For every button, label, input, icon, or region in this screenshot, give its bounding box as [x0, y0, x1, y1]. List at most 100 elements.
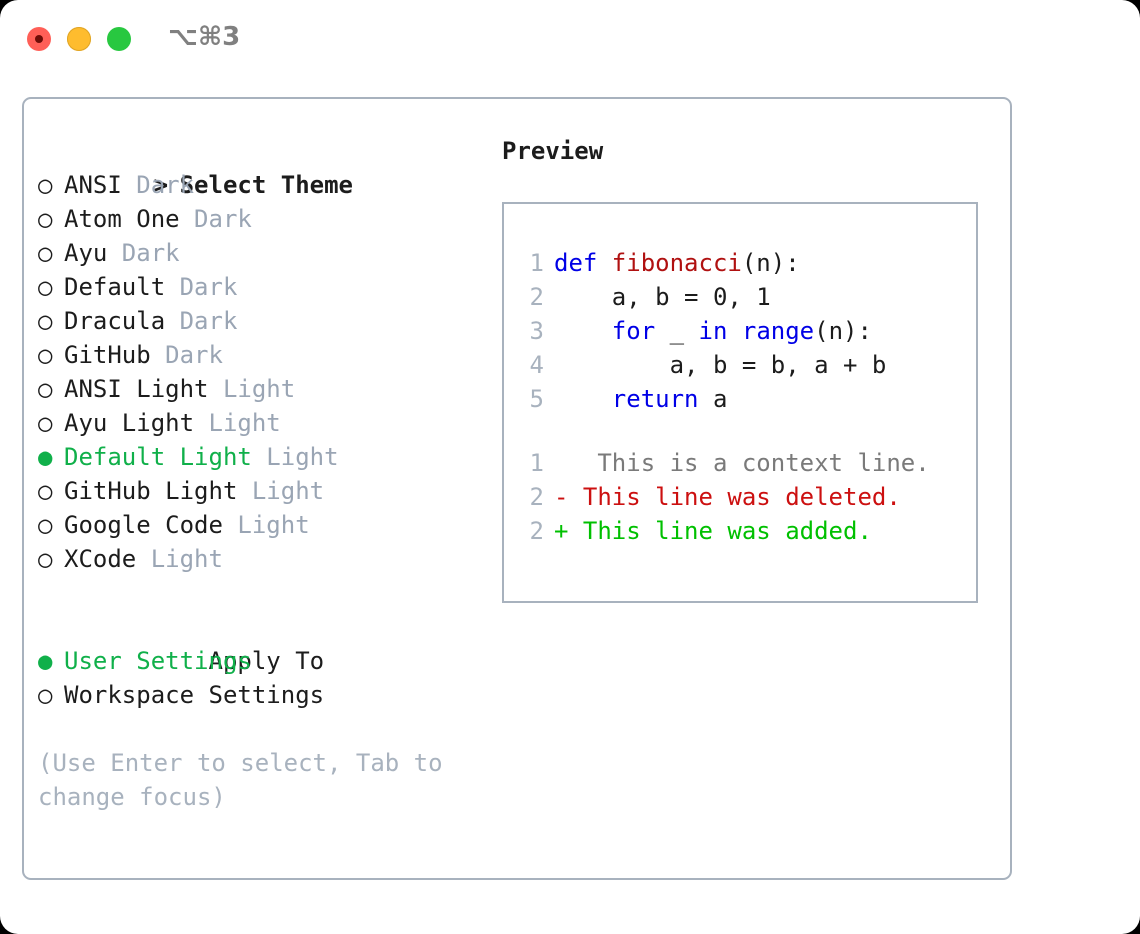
diff-sign [554, 449, 568, 477]
theme-category-label: Dark [179, 205, 252, 233]
theme-name-label: XCode [64, 545, 137, 573]
theme-name-label: ANSI [64, 171, 122, 199]
caret-icon: > [153, 171, 169, 199]
radio-unselected-icon: ○ [38, 171, 53, 199]
theme-list-item[interactable]: ○GitHub Dark [38, 338, 478, 372]
code-token: return [611, 385, 699, 413]
theme-list-item[interactable]: ○ GitHub Light Light [38, 474, 478, 508]
apply-to-item[interactable]: ○ Workspace Settings [38, 678, 478, 712]
diff-line: 2- This line was deleted. [518, 480, 968, 514]
theme-list-item[interactable]: ○ XCode Light [38, 542, 478, 576]
close-icon [35, 35, 43, 43]
radio-unselected-icon: ○ [38, 341, 53, 369]
code-line: 2 a, b = 0, 1 [518, 280, 968, 314]
theme-list-item[interactable]: ●Default Light Light [38, 440, 478, 474]
radio-unselected-icon: ○ [38, 409, 53, 437]
theme-category-label: Dark [121, 171, 195, 199]
theme-list-item[interactable]: ○Ayu Light Light [38, 406, 478, 440]
select-theme-header: > Select Theme [38, 134, 478, 199]
code-token: a [698, 385, 728, 413]
theme-name-label: Ayu [64, 239, 108, 267]
title-bar: ⌥⌘3 [0, 0, 1140, 78]
theme-list-item[interactable]: ○ Default Dark [38, 270, 478, 304]
theme-category-label: Light [208, 375, 296, 403]
apply-to-section: Apply To ● User Settings ○ Workspace Settin… [38, 610, 478, 712]
code-token: (n): [814, 317, 872, 345]
radio-unselected-icon: ○ [38, 681, 53, 709]
theme-list: ○ANSI Dark○Atom One Dark○Ayu Dark○Defaul… [38, 168, 478, 576]
code-token: in [698, 317, 742, 345]
code-token: range [741, 317, 815, 345]
apply-to-list: ● User Settings ○ Workspace Settings [38, 644, 478, 712]
theme-list-item[interactable]: ○ ANSI Dark [38, 168, 478, 202]
radio-unselected-icon: ○ [38, 477, 53, 505]
diff-sign: - [554, 483, 569, 511]
apply-to-header-label: Apply To [208, 647, 325, 675]
main-panel: >Select Theme ○ANSI Dark○Atom One Dark○A… [22, 97, 1012, 880]
radio-unselected-icon: ○ [38, 511, 53, 539]
radio-selected-icon: ● [38, 443, 53, 471]
apply-to-label: User Settings [64, 647, 252, 675]
diff-sign: + [554, 517, 569, 545]
keyboard-shortcut-label: ⌥⌘3 [168, 22, 241, 52]
line-number: 2 [529, 517, 544, 545]
keyboard-hint-text: (Use Enter to select, Tab to change focu… [38, 749, 443, 811]
theme-name-label: ANSI Light [64, 375, 209, 403]
theme-category-label: Dark [165, 307, 238, 335]
preview-title: Preview [502, 137, 604, 165]
code-line: 5 return a [518, 382, 968, 416]
theme-name-label: Ayu Light [64, 409, 195, 437]
apply-to-label: Workspace Settings [64, 681, 325, 709]
diff-text: This line was added. [568, 517, 872, 545]
theme-name-label: Google Code [64, 511, 223, 539]
code-token: a, b = 0, 1 [554, 283, 771, 311]
diff-text: This is a context line. [568, 449, 930, 477]
select-theme-header-label: Select Theme [179, 171, 353, 199]
theme-list-item[interactable]: ○Ayu Dark [38, 236, 478, 270]
theme-list-item[interactable]: ○Atom One Dark [38, 202, 478, 236]
line-number: 2 [529, 283, 544, 311]
theme-category-label: Light [222, 511, 310, 539]
line-number: 4 [529, 351, 544, 379]
minimize-button[interactable] [67, 27, 91, 51]
radio-unselected-icon: ○ [38, 375, 53, 403]
theme-list-item[interactable]: ○ Dracula Dark [38, 304, 478, 338]
apply-to-header: Apply To [38, 610, 478, 675]
line-number: 2 [529, 483, 544, 511]
theme-list-item[interactable]: ○ ANSI Light Light [38, 372, 478, 406]
radio-unselected-icon: ○ [38, 545, 53, 573]
maximize-button[interactable] [107, 27, 131, 51]
diff-line: 2 + This line was added. [518, 514, 968, 548]
theme-name-label: Default [64, 273, 166, 301]
radio-selected-icon: ● [38, 647, 53, 675]
code-token: fibonacci [611, 249, 742, 277]
code-token: for [611, 317, 656, 345]
code-line: 4 a, b = b, a + b [518, 348, 968, 382]
theme-name-label: Dracula [64, 307, 166, 335]
radio-unselected-icon: ○ [38, 307, 53, 335]
code-token: a, b = b, a + b [554, 351, 887, 379]
code-token: def [554, 249, 612, 277]
line-number: 1 [529, 449, 544, 477]
code-token [554, 317, 612, 345]
theme-category-label: Dark [150, 341, 223, 369]
code-token: (n): [741, 249, 800, 277]
apply-to-item[interactable]: ● User Settings [38, 644, 478, 678]
radio-unselected-icon: ○ [38, 239, 53, 267]
theme-selector-column: >Select Theme ○ANSI Dark○Atom One Dark○A… [38, 134, 478, 814]
theme-name-label: GitHub Light [64, 477, 238, 505]
diff-text: This line was deleted. [568, 483, 901, 511]
radio-unselected-icon: ○ [38, 273, 53, 301]
theme-category-label: Light [251, 443, 339, 471]
line-number: 3 [529, 317, 544, 345]
theme-category-label: Light [237, 477, 325, 505]
theme-list-item[interactable]: ○ Google Code Light [38, 508, 478, 542]
theme-name-label: Atom One [64, 205, 180, 233]
code-diff-spacer [518, 416, 968, 446]
theme-category-label: Dark [165, 273, 238, 301]
theme-category-label: Light [136, 545, 223, 573]
